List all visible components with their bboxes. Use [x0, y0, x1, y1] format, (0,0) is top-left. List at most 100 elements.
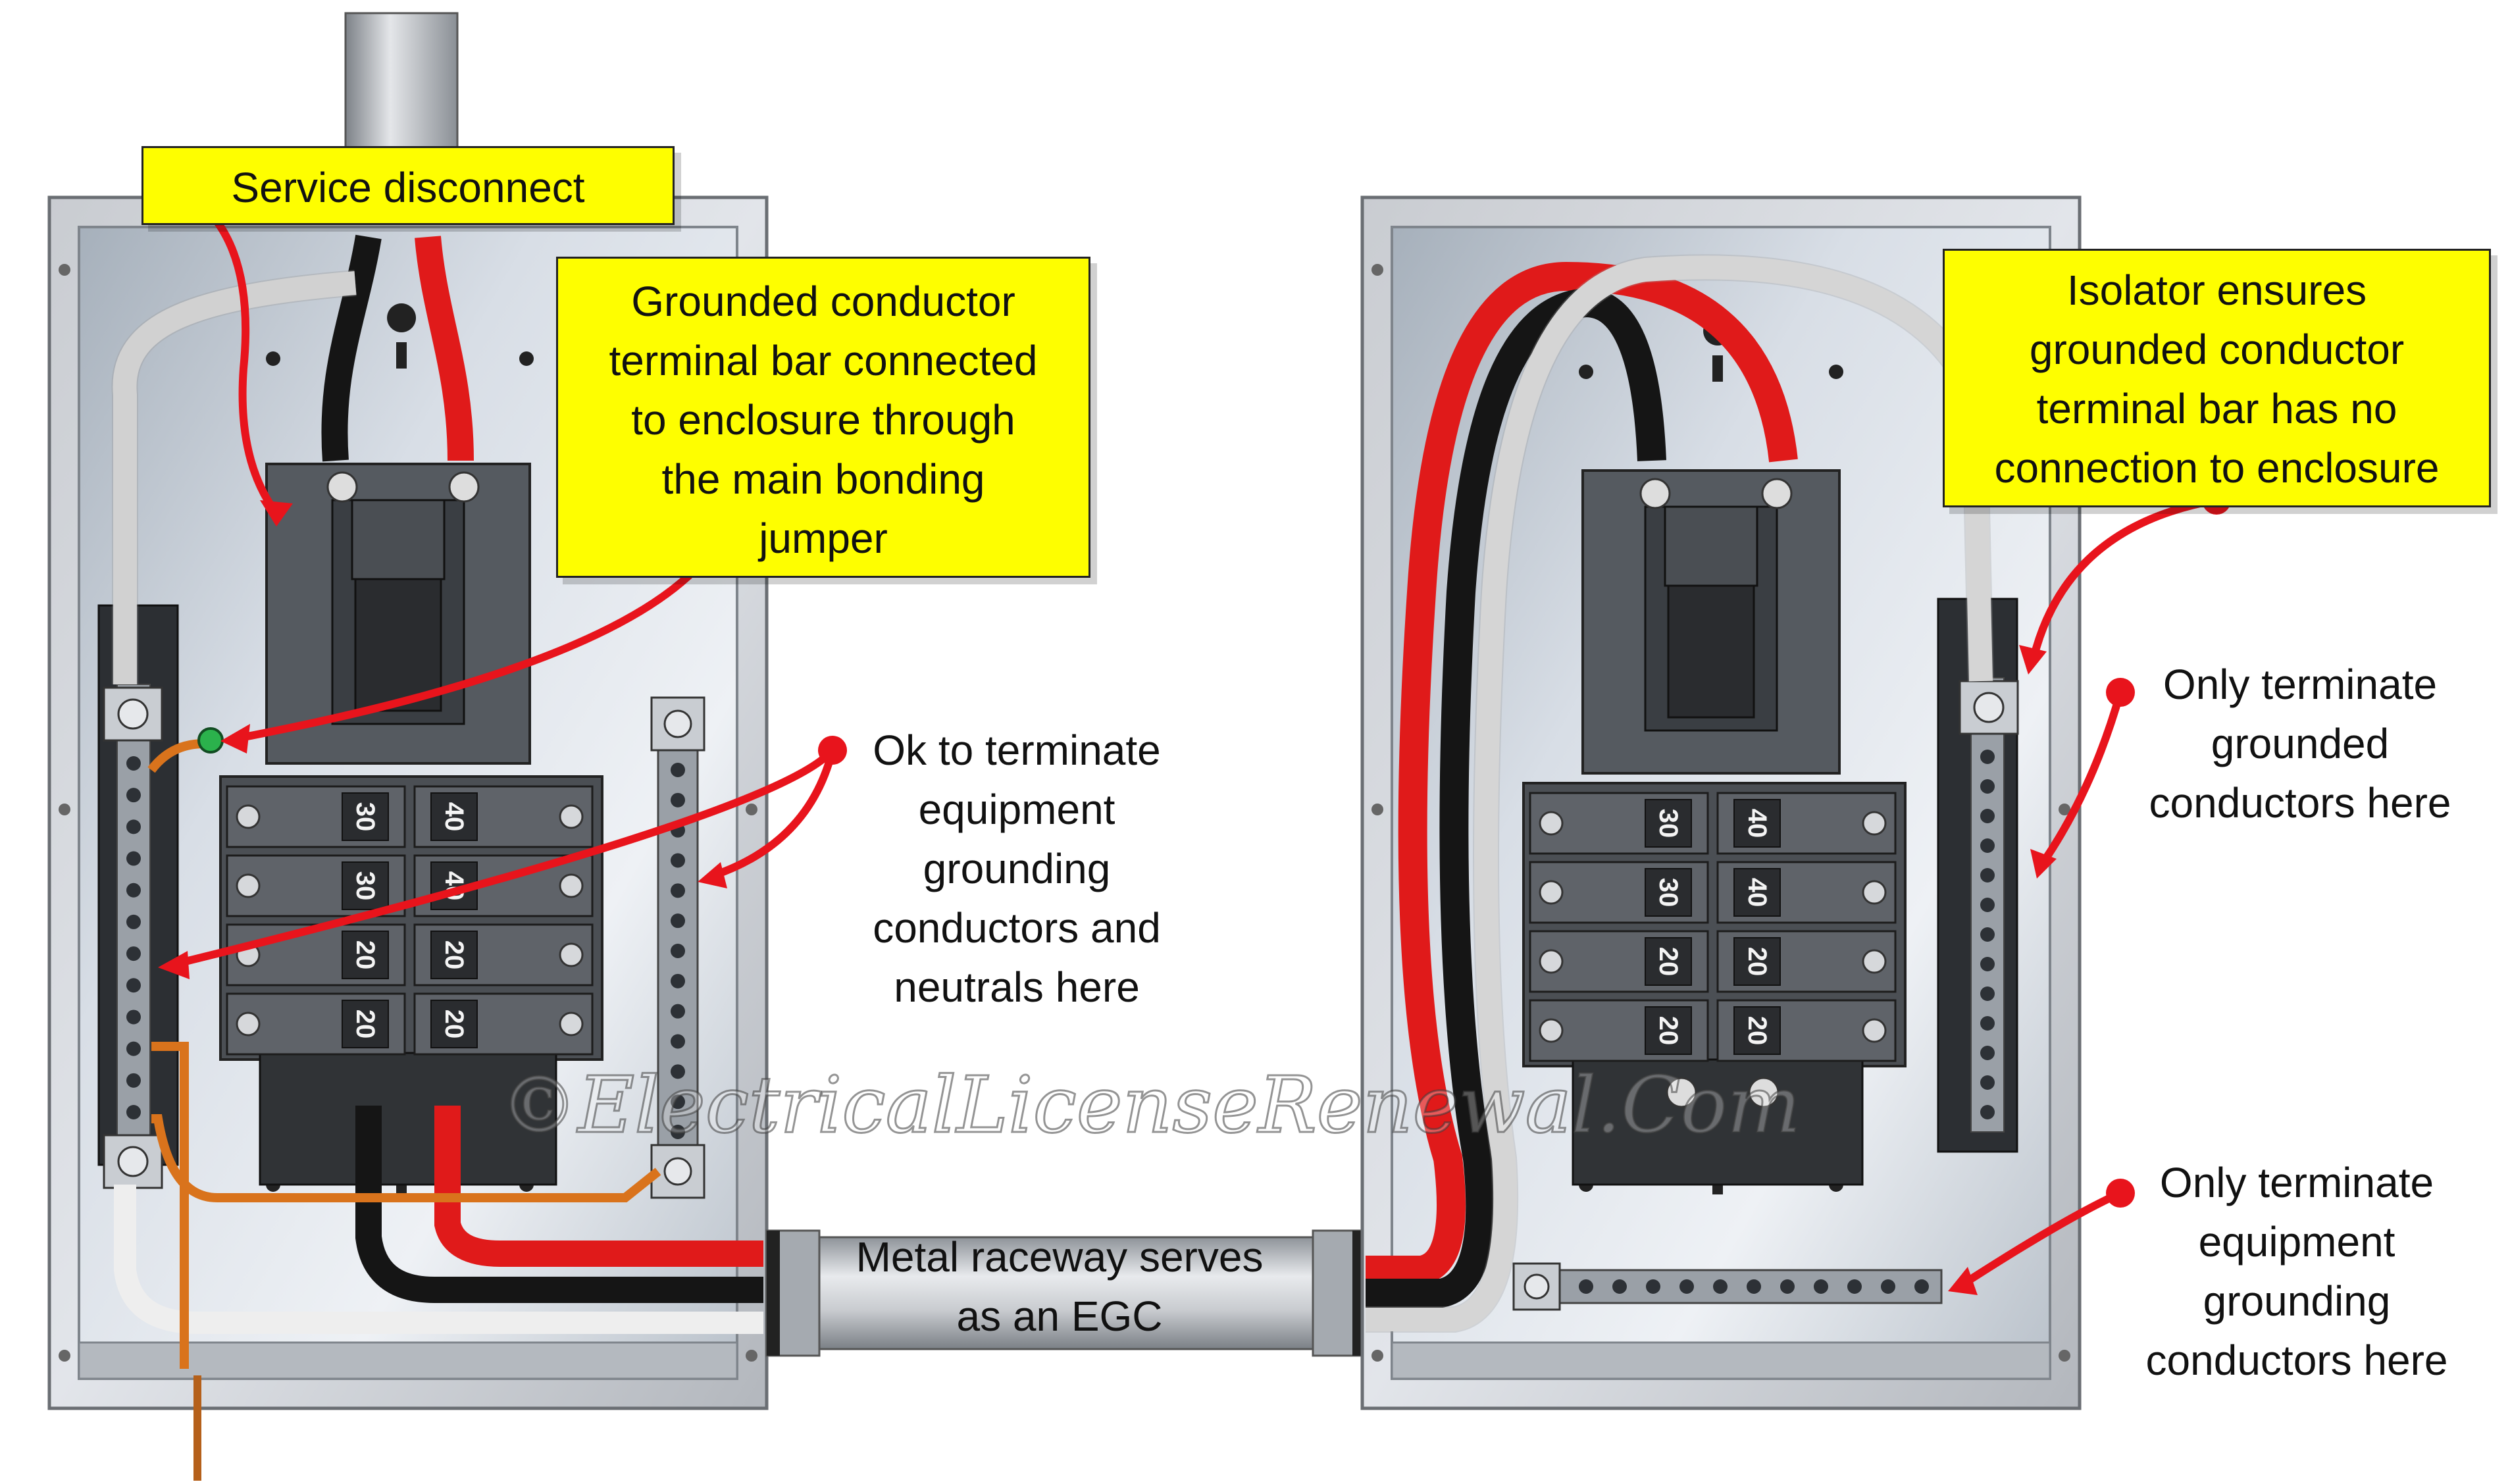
terminal-screw	[671, 792, 685, 807]
breaker-rating: 30	[1654, 809, 1683, 838]
branch-breaker: 20	[226, 923, 406, 986]
terminal-screw	[671, 1094, 685, 1110]
terminal-screw	[671, 763, 685, 777]
terminal-screw	[1980, 927, 1995, 942]
terminal-screw	[1579, 1279, 1593, 1294]
terminal-screw	[1780, 1279, 1795, 1294]
callout-main-bonding-jumper: Grounded conductor terminal bar connected…	[556, 257, 1090, 578]
breaker-rating: 30	[351, 871, 380, 901]
branch-breaker: 40	[1716, 792, 1897, 855]
left-ground-copper	[151, 1042, 661, 1369]
left-service-red	[415, 236, 474, 461]
terminal-screw	[1980, 750, 1995, 764]
branch-breaker: 30	[226, 854, 406, 917]
breaker-rating: 20	[1743, 1016, 1772, 1046]
terminal-screw	[1980, 1075, 1995, 1090]
terminal-screw	[1847, 1279, 1862, 1294]
breaker-rating: 30	[1654, 878, 1683, 908]
terminal-screw	[1612, 1279, 1627, 1294]
branch-breaker: 20	[413, 992, 594, 1056]
callout-only-egc-line: conductors here	[2145, 1337, 2448, 1384]
terminal-screw	[1747, 1279, 1761, 1294]
right-feeder-red	[1366, 261, 1798, 1285]
terminal-screw	[1980, 1016, 1995, 1031]
left-service-white	[113, 271, 357, 684]
terminal-screw	[126, 978, 141, 993]
watermark: ©ElectricalLicenseRenewal.Com	[499, 1059, 1802, 1152]
pointer-service-disconnect	[182, 188, 280, 517]
terminal-screw	[671, 1034, 685, 1049]
terminal-screw	[1980, 986, 1995, 1001]
branch-breaker: 30	[1529, 861, 1709, 924]
breaker-rating: 20	[351, 940, 380, 970]
left-branch-red	[434, 1106, 763, 1267]
callout-ok-to-terminate-line: grounding	[923, 845, 1111, 892]
callout-ok-to-terminate-line: conductors and	[873, 904, 1161, 952]
terminal-screw	[1980, 957, 1995, 971]
branch-breaker: 20	[1716, 999, 1897, 1062]
terminal-screw	[671, 853, 685, 868]
breaker-rating: 40	[1743, 809, 1772, 838]
terminal-screw	[126, 1010, 141, 1025]
left-branch-black	[355, 1106, 763, 1303]
breaker-rating: 20	[1654, 947, 1683, 977]
branch-breaker: 20	[413, 923, 594, 986]
terminal-screw	[671, 1125, 685, 1139]
breaker-rating: 40	[1743, 878, 1772, 908]
terminal-screw	[1980, 809, 1995, 823]
terminal-screw	[671, 973, 685, 988]
terminal-screw	[126, 883, 141, 898]
callout-main-bonding-jumper-line: jumper	[759, 515, 888, 562]
terminal-screw	[126, 788, 141, 803]
branch-breaker: 40	[1716, 861, 1897, 924]
terminal-screw	[1980, 779, 1995, 794]
left-branch-white	[114, 1185, 763, 1334]
callout-main-bonding-jumper-line: Grounded conductor	[631, 278, 1015, 325]
terminal-screw	[126, 819, 141, 834]
callout-main-bonding-jumper-line: terminal bar connected	[609, 337, 1038, 384]
terminal-screw	[671, 944, 685, 958]
terminal-screw	[671, 913, 685, 929]
branch-breaker: 40	[413, 785, 594, 848]
breaker-rating: 20	[1743, 947, 1772, 977]
pointer-isolator	[2030, 496, 2220, 662]
branch-breaker: 20	[1529, 930, 1709, 993]
terminal-screw	[1713, 1279, 1728, 1294]
callout-service-disconnect-line: Service disconnect	[231, 164, 585, 211]
branch-breaker: 30	[1529, 792, 1709, 855]
callout-service-disconnect: Service disconnect	[141, 146, 675, 225]
breaker-rating: 20	[1654, 1016, 1683, 1046]
callout-main-bonding-jumper-line: the main bonding	[661, 455, 985, 503]
terminal-screw	[671, 883, 685, 898]
callout-main-bonding-jumper-line: to enclosure through	[631, 396, 1015, 444]
terminal-screw	[126, 756, 141, 771]
right-feeder-white	[1366, 255, 1993, 1331]
raceway-label-line: as an EGC	[956, 1292, 1163, 1340]
callout-ok-to-terminate-line: neutrals here	[894, 963, 1140, 1011]
terminal-screw	[126, 1041, 141, 1056]
terminal-screw	[671, 1004, 685, 1019]
terminal-screw	[1980, 838, 1995, 853]
terminal-screw	[1980, 1046, 1995, 1060]
pointer-arrows	[170, 188, 2220, 1287]
branch-breaker: 20	[1716, 930, 1897, 993]
pointer-only-egc	[1960, 1189, 2124, 1287]
breaker-rating: 20	[440, 940, 469, 970]
breaker-rating: 20	[351, 1010, 380, 1039]
pointer-ok-to-terminate-2	[710, 746, 836, 879]
callout-only-egc-line: grounding	[2203, 1277, 2391, 1325]
terminal-screw	[1914, 1279, 1929, 1294]
branch-breaker: 20	[226, 992, 406, 1056]
callout-only-grounded-line: grounded	[2211, 720, 2390, 767]
callout-only-egc-line: Only terminate	[2159, 1159, 2434, 1206]
branch-breaker: 20	[1529, 999, 1709, 1062]
terminal-screw	[1679, 1279, 1694, 1294]
pointer-ok-to-terminate-1	[170, 746, 836, 968]
callout-isolator-line: Isolator ensures	[2066, 267, 2367, 314]
terminal-screw	[126, 914, 141, 929]
